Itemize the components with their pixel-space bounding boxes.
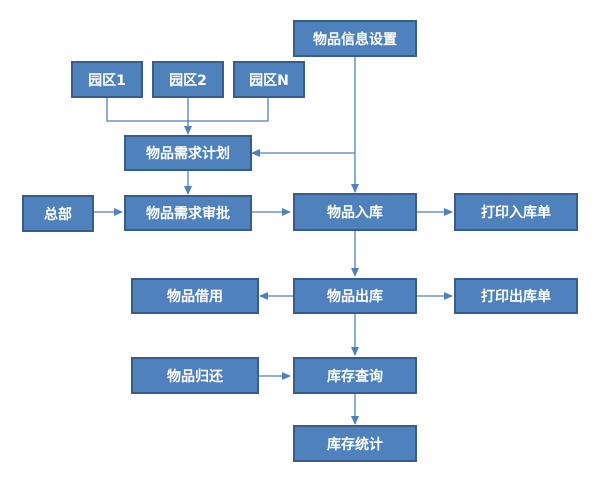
node-item-demand-approval: 物品需求审批 bbox=[124, 195, 252, 231]
node-item-return: 物品归还 bbox=[131, 357, 259, 394]
node-headquarters: 总部 bbox=[22, 195, 94, 232]
node-print-outbound-slip: 打印出库单 bbox=[454, 278, 578, 314]
node-item-demand-plan: 物品需求计划 bbox=[124, 135, 252, 171]
node-park-n: 园区N bbox=[233, 61, 305, 98]
node-park-2: 园区2 bbox=[152, 61, 224, 98]
node-item-outbound: 物品出库 bbox=[293, 278, 417, 314]
node-item-info-setup: 物品信息设置 bbox=[293, 20, 417, 57]
node-item-inbound: 物品入库 bbox=[293, 193, 417, 231]
node-inventory-statistics: 库存统计 bbox=[293, 425, 417, 462]
node-inventory-query: 库存查询 bbox=[293, 357, 417, 394]
connector-park1-to-merge bbox=[106, 97, 188, 122]
connector-parkn-to-merge bbox=[188, 97, 269, 122]
node-park-1: 园区1 bbox=[71, 61, 143, 98]
node-print-inbound-slip: 打印入库单 bbox=[454, 193, 578, 231]
node-item-borrow: 物品借用 bbox=[131, 278, 259, 314]
